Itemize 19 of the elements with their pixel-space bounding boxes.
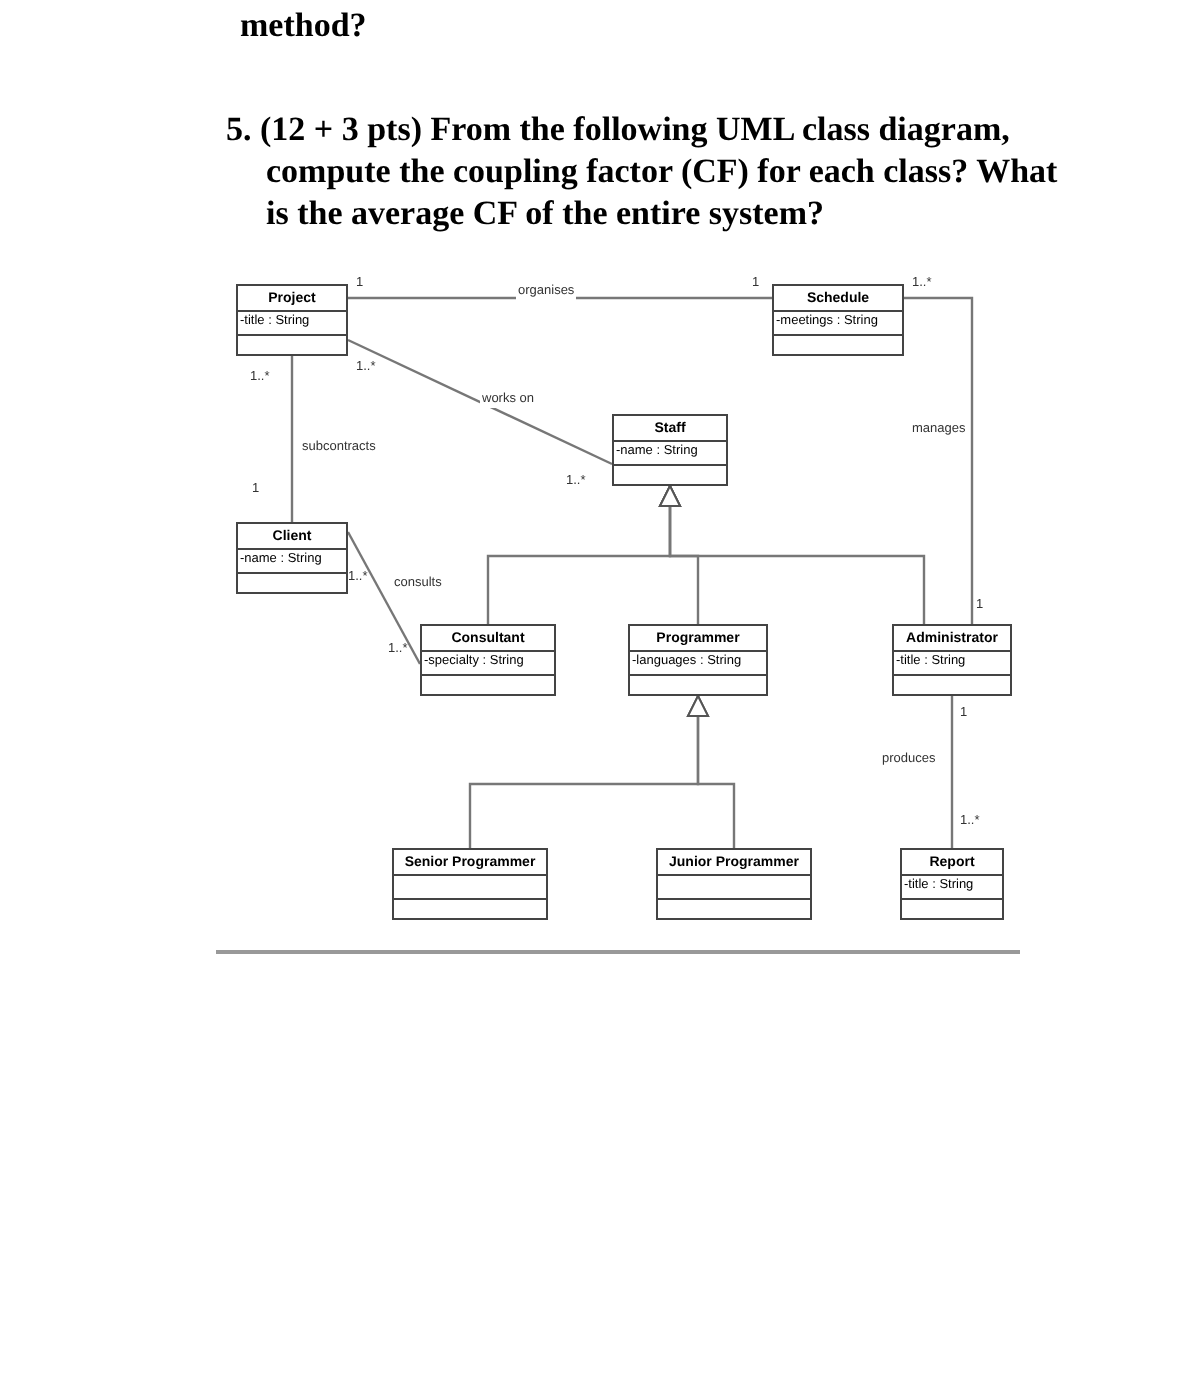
generalization-arrow	[659, 485, 926, 624]
generalization-arrow	[687, 695, 736, 848]
class-box	[612, 414, 728, 486]
class-box	[236, 284, 348, 356]
class-box	[900, 848, 1004, 920]
association-line	[290, 356, 294, 522]
class-box	[628, 624, 768, 696]
association-line	[950, 696, 954, 848]
association-line	[347, 338, 613, 466]
class-box	[392, 848, 548, 920]
class-box	[420, 624, 556, 696]
class-box	[236, 522, 348, 594]
association-line	[904, 296, 974, 624]
association-line	[346, 531, 422, 665]
question-text: 5. (12 + 3 pts) From the following UML class diagram, compute the coupling factor (CF) for each class? What is the average CF of the entire system?	[226, 108, 1060, 234]
class-box	[772, 284, 904, 356]
question-text: method?	[240, 4, 367, 46]
class-box	[892, 624, 1012, 696]
class-box	[656, 848, 812, 920]
